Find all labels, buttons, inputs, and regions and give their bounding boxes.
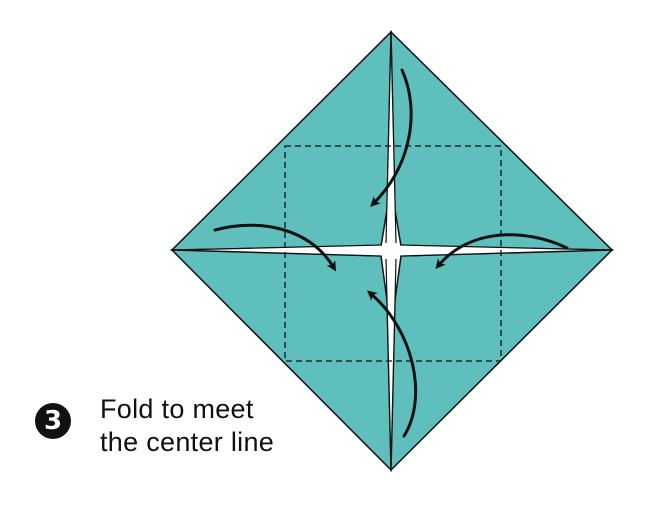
curved-arrow-bottom-icon — [366, 290, 418, 438]
step-instruction: Fold to meet the center line — [100, 393, 274, 459]
instruction-line-2: the center line — [100, 427, 275, 457]
paper-flap-top-left — [170, 30, 392, 251]
paper-flap-top-right — [390, 30, 614, 251]
curved-arrow-top-icon — [370, 68, 413, 207]
paper-diamond — [170, 30, 614, 472]
curved-arrow-right-icon — [435, 233, 569, 270]
fold-arrows — [213, 68, 569, 438]
curved-arrow-left-icon — [213, 223, 337, 272]
instruction-line-1: Fold to meet — [100, 394, 254, 424]
step-number-badge: 3 — [35, 403, 71, 439]
dashed-square-guide — [284, 145, 502, 362]
